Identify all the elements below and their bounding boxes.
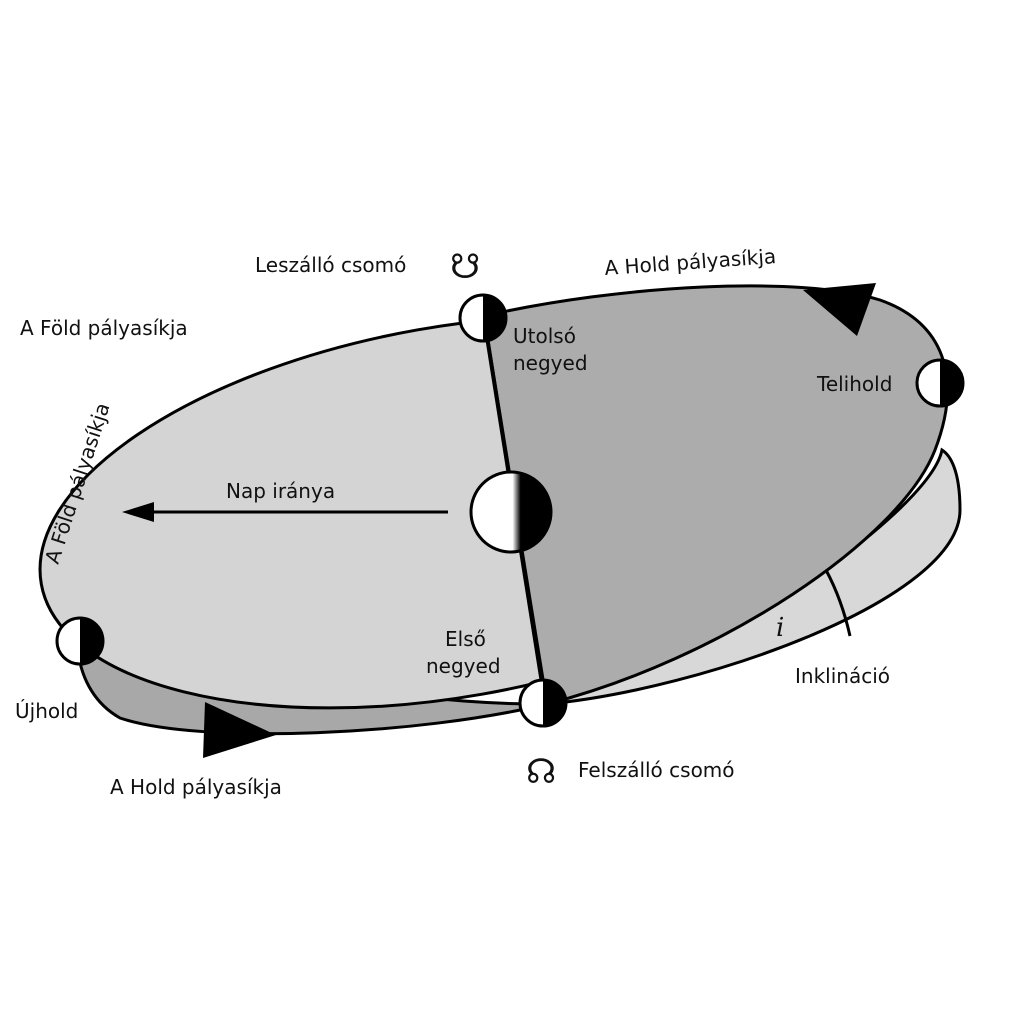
- last-quarter-label-line1: Utolsó: [513, 324, 576, 348]
- first-quarter-label-line1: Első: [445, 627, 486, 651]
- upper-orbit-arrow: [803, 283, 876, 336]
- sun-direction-arrowhead: [122, 502, 154, 522]
- first-quarter-label-line2: negyed: [426, 654, 501, 678]
- moon-plane-top-label: A Hold pályasíkja: [604, 244, 777, 280]
- moon-plane-bottom-label: A Hold pályasíkja: [110, 775, 282, 799]
- new-moon-label: Újhold: [15, 699, 78, 723]
- inclination-label: Inklináció: [795, 664, 890, 688]
- earth: [469, 470, 553, 554]
- earth-plane-label: A Föld pályasíkja: [20, 316, 188, 340]
- descending-node-icon: ☋: [450, 247, 480, 287]
- moon-full: [915, 358, 965, 408]
- descending-node-label: Leszálló csomó: [255, 253, 406, 277]
- ascending-node-label: Felszálló csomó: [578, 758, 735, 782]
- ascending-node-icon: ☊: [526, 752, 556, 792]
- inclination-angle-line: [824, 569, 852, 637]
- moon-last-quarter: [458, 293, 508, 343]
- sun-direction-label: Nap iránya: [226, 479, 335, 503]
- moon-first-quarter: [518, 678, 568, 728]
- inclination-symbol: i: [776, 613, 784, 643]
- last-quarter-label-line2: negyed: [513, 351, 588, 375]
- lower-orbit-arrow: [203, 702, 276, 758]
- full-moon-label: Telihold: [816, 372, 892, 396]
- moon-new: [55, 616, 105, 666]
